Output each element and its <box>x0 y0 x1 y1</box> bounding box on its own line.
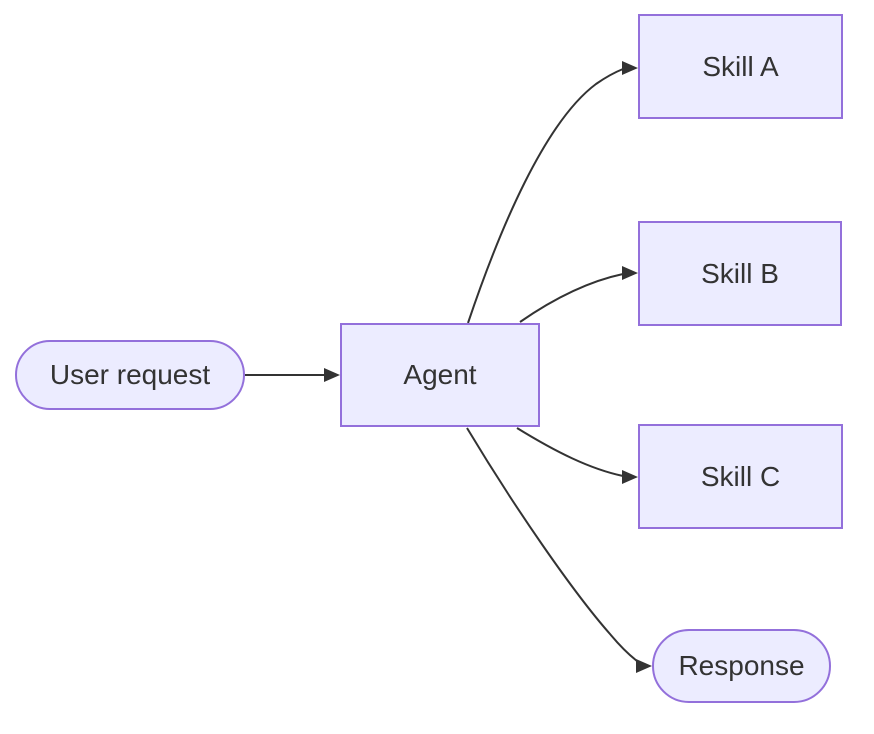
node-skill-b-label: Skill B <box>701 257 779 289</box>
node-response: Response <box>652 629 831 703</box>
edge-agent-to-skill-a <box>467 68 624 324</box>
arrowhead-agent-to-response <box>636 659 652 673</box>
edge-agent-to-skill-b <box>519 273 624 323</box>
node-response-label: Response <box>678 650 805 681</box>
node-user-request: User request <box>15 340 245 410</box>
node-skill-c-label: Skill C <box>700 460 781 492</box>
arrowhead-agent-to-skill-c <box>622 470 638 484</box>
node-agent-label: Agent <box>403 359 477 390</box>
edge-agent-to-skill-c <box>516 427 624 477</box>
node-skill-a: Skill A <box>638 14 843 119</box>
arrowhead-agent-to-skill-a <box>622 61 638 75</box>
node-agent: Agent <box>340 323 540 427</box>
node-skill-b: Skill B <box>638 221 842 326</box>
node-skill-c: Skill C <box>638 424 843 529</box>
node-skill-a-label: Skill A <box>702 50 779 82</box>
arrowhead-agent-to-skill-b <box>622 266 638 280</box>
node-user-request-label: User request <box>49 359 211 390</box>
arrowhead-user-request-to-agent <box>324 368 340 382</box>
edge-agent-to-response <box>466 427 638 662</box>
